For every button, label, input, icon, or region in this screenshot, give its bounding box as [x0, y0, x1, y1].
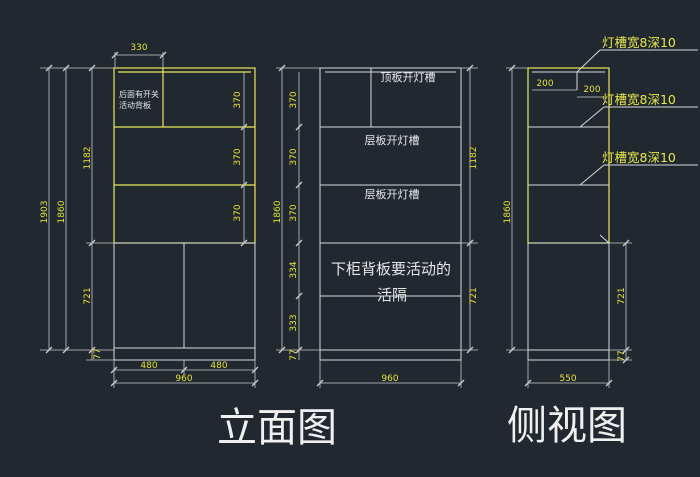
front-dim-base-height: 77 [93, 348, 103, 359]
side-dim-200a: 200 [536, 79, 553, 89]
middle-cabinet-outline [319, 67, 462, 351]
title-side-view: 侧视图 [507, 403, 627, 449]
middle-dim-upper-right: 1182 [469, 147, 479, 170]
front-dim-upper-height: 1182 [83, 147, 93, 170]
title-front-elevation: 立面图 [217, 405, 337, 451]
side-label-slot-2: 灯槽宽8深10 [602, 92, 676, 107]
front-dim-door-left: 480 [140, 361, 157, 371]
front-dim-total-width: 960 [175, 374, 192, 384]
front-dim-outer-height: 1903 [40, 201, 50, 224]
middle-elevation: 1860 370 370 370 334 333 77 1182 721 顶板开… [273, 64, 479, 388]
side-dim-depth: 550 [559, 374, 576, 384]
middle-note-lower-back-2: 活隔 [377, 286, 407, 304]
side-dim-200b: 200 [583, 85, 600, 95]
side-dim-lower-height: 721 [617, 287, 627, 304]
front-dim-shelf-2: 370 [233, 148, 243, 165]
front-base [113, 347, 256, 361]
middle-dim-total-height: 1860 [273, 200, 283, 223]
middle-dim-370b: 370 [289, 148, 299, 165]
middle-dim-77: 77 [289, 349, 299, 360]
front-dim-shelf-3: 370 [233, 204, 243, 221]
side-lower-cabinet [527, 242, 610, 351]
side-label-slot-1: 灯槽宽8深10 [602, 35, 676, 50]
middle-dim-370c: 370 [289, 204, 299, 221]
middle-base [319, 349, 462, 361]
front-dim-shelf-1: 370 [233, 91, 243, 108]
front-elevation: 330 1903 1860 1182 721 77 370 370 370 后面… [40, 43, 259, 388]
middle-dim-lower-right: 721 [469, 287, 479, 304]
side-label-slot-3: 灯槽宽8深10 [602, 150, 676, 165]
middle-dim-total-width: 960 [381, 374, 398, 384]
middle-note-shelf-slot-2: 层板开灯槽 [365, 187, 420, 201]
middle-note-lower-back-1: 下柜背板要活动的 [331, 260, 451, 278]
side-base [527, 349, 610, 361]
front-dim-lower-height: 721 [83, 287, 93, 304]
front-dim-top-width: 330 [130, 43, 147, 53]
side-view: 200 200 1860 721 77 550 灯槽宽8深10 [503, 35, 698, 388]
side-dim-base-height: 77 [617, 350, 627, 361]
front-note-switch-1: 后面有开关 [119, 89, 159, 99]
front-dim-door-right: 480 [210, 361, 227, 371]
side-dim-total-height: 1860 [503, 200, 513, 223]
middle-note-top-slot: 顶板开灯槽 [381, 70, 436, 84]
middle-note-shelf-slot-1: 层板开灯槽 [365, 133, 420, 147]
middle-dim-334: 334 [289, 261, 299, 278]
front-note-switch-2: 活动背板 [119, 100, 151, 110]
middle-dim-370a: 370 [289, 91, 299, 108]
front-dim-inner-height: 1860 [57, 200, 67, 223]
middle-dim-333: 333 [289, 314, 299, 331]
